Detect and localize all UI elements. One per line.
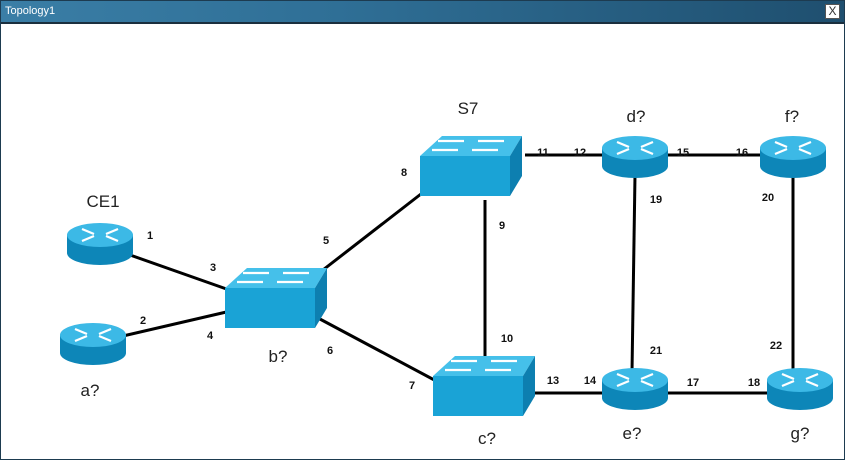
device-s7[interactable]: S7 — [418, 99, 524, 198]
port-label: 8 — [401, 167, 407, 179]
port-label: 13 — [547, 375, 559, 387]
device-ce1[interactable]: CE1 — [65, 192, 135, 267]
device-f[interactable]: f? — [758, 107, 828, 180]
links — [122, 153, 795, 395]
port-label: 2 — [140, 315, 146, 327]
device-label: b? — [269, 347, 288, 366]
device-label: e? — [623, 424, 642, 443]
port-label: 15 — [677, 147, 689, 159]
device-label: g? — [791, 424, 810, 443]
port-label: 11 — [537, 147, 549, 159]
port-label: 18 — [748, 377, 760, 389]
port-label: 19 — [650, 194, 662, 206]
device-label: c? — [478, 429, 496, 448]
port-label: 1 — [147, 230, 153, 242]
device-a[interactable]: a? — [58, 321, 128, 400]
port-label: 6 — [327, 345, 333, 357]
port-label: 3 — [210, 262, 216, 274]
device-g[interactable]: g? — [765, 366, 835, 443]
port-label: 14 — [584, 375, 597, 387]
port-label: 21 — [650, 345, 662, 357]
port-label: 16 — [736, 147, 748, 159]
port-label: 5 — [323, 235, 329, 247]
port-label: 4 — [207, 330, 214, 342]
port-label: 22 — [770, 340, 782, 352]
device-b[interactable]: b? — [223, 266, 329, 366]
topology-diagram: CE1 a? b? S7 c? d? e? f? g? 1 2 3 4 5 6 … — [58, 99, 835, 448]
title-bar: Topology1 X — [1, 1, 844, 24]
port-label: 20 — [762, 192, 774, 204]
port-label: 9 — [499, 220, 505, 232]
close-icon[interactable]: X — [825, 4, 840, 19]
device-c[interactable]: c? — [431, 354, 537, 448]
port-label: 7 — [409, 380, 415, 392]
device-label: CE1 — [86, 192, 119, 211]
port-label: 12 — [574, 147, 586, 159]
port-label: 17 — [687, 377, 699, 389]
device-d[interactable]: d? — [600, 107, 670, 180]
device-label: f? — [785, 107, 799, 126]
device-label: d? — [627, 107, 646, 126]
device-e[interactable]: e? — [600, 366, 670, 443]
port-labels: 1 2 3 4 5 6 7 8 9 10 11 12 13 14 15 16 1… — [140, 147, 782, 392]
port-label: 10 — [501, 333, 513, 345]
device-label: a? — [81, 381, 100, 400]
window-title: Topology1 — [5, 5, 56, 17]
device-label: S7 — [458, 99, 479, 118]
